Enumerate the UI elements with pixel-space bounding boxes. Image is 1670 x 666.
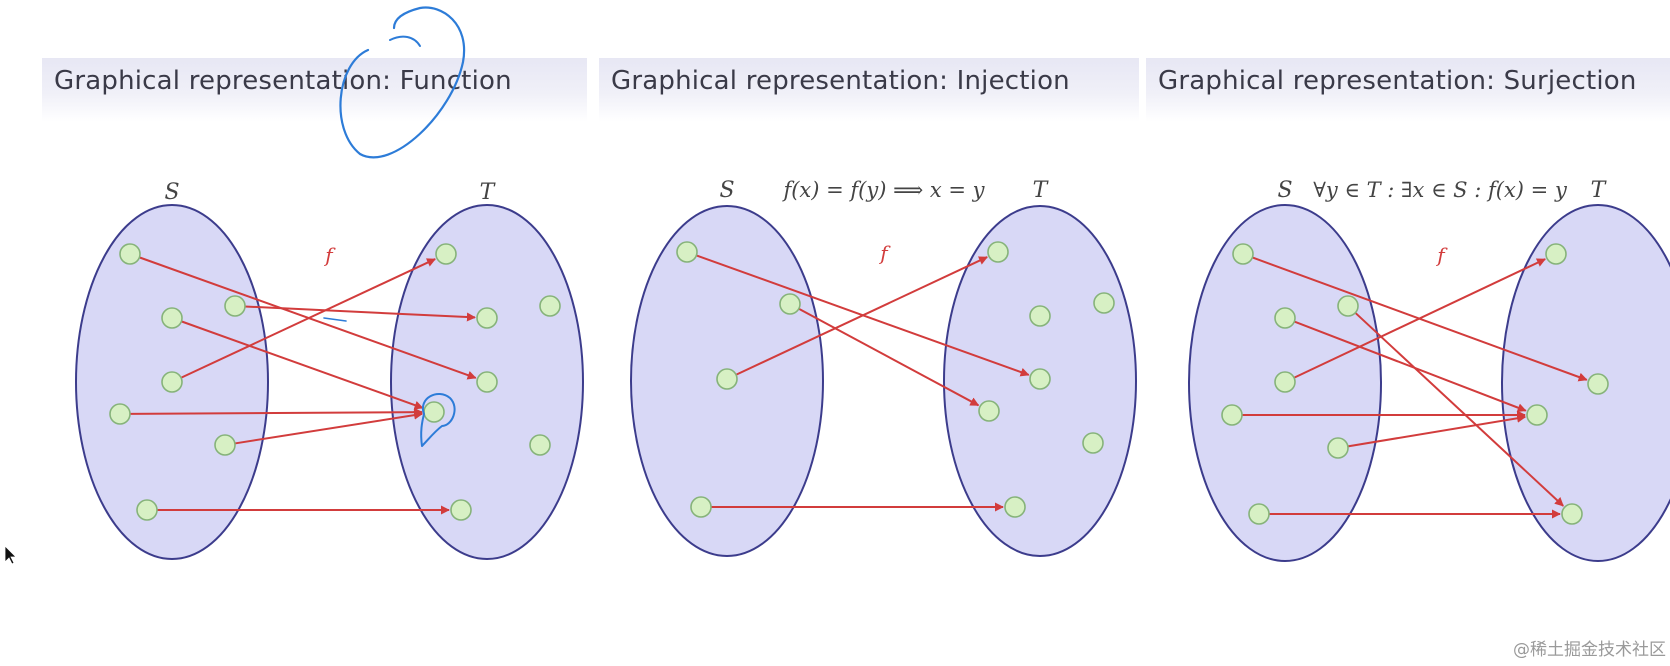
mapping-arrow — [129, 407, 423, 417]
domain-point — [1337, 295, 1359, 317]
codomain-label: T — [1591, 178, 1608, 203]
circle-annotation-mark — [339, 6, 466, 159]
domain-point — [1327, 437, 1349, 459]
codomain-point — [476, 371, 498, 393]
domain-point — [1274, 371, 1296, 393]
point-group — [676, 241, 1115, 518]
watermark: @稀土掘金技术社区 — [1513, 640, 1666, 660]
codomain-point — [529, 434, 551, 456]
slide-header-function: Graphical representation: Function — [42, 58, 587, 122]
diagram-injection: S T f(x) = f(y) ⟹ x = y f — [630, 178, 1137, 557]
codomain-point — [1029, 368, 1051, 390]
domain-point — [224, 295, 246, 317]
domain-point — [119, 243, 141, 265]
mapping-arrow — [1293, 258, 1546, 379]
codomain-point — [1093, 292, 1115, 314]
mapping-arrow — [244, 305, 476, 322]
map-label: f — [323, 243, 336, 267]
point-group — [1221, 243, 1609, 525]
domain-point — [1248, 503, 1270, 525]
codomain-label: T — [1033, 178, 1050, 203]
domain-point — [161, 371, 183, 393]
arrow-group — [1242, 256, 1588, 519]
codomain-set-oval — [1501, 204, 1670, 562]
codomain-point — [435, 243, 457, 265]
arrow-group — [696, 254, 1030, 512]
domain-point — [779, 293, 801, 315]
domain-point — [690, 496, 712, 518]
codomain-point — [450, 499, 472, 521]
surjection-formula: ∀y ∈ T : ∃x ∈ S : f(x) = y — [1313, 178, 1568, 202]
codomain-point — [1029, 305, 1051, 327]
mapping-arrow — [798, 307, 980, 407]
diagram-surjection: S T ∀y ∈ T : ∃x ∈ S : f(x) = y f — [1188, 178, 1670, 562]
mapping-arrow — [234, 410, 424, 445]
map-label: f — [878, 241, 891, 265]
handwritten-annotations — [323, 6, 466, 447]
highlight-point-annotation — [420, 393, 456, 447]
slide-title: Graphical representation: Injection — [611, 66, 1070, 96]
codomain-label: T — [480, 180, 497, 205]
codomain-point — [1526, 404, 1548, 426]
domain-point — [161, 307, 183, 329]
codomain-point — [476, 307, 498, 329]
domain-point — [1221, 404, 1243, 426]
codomain-point — [987, 241, 1009, 263]
codomain-point — [1004, 496, 1026, 518]
codomain-point — [1545, 243, 1567, 265]
slide-header-injection: Graphical representation: Injection — [599, 58, 1139, 122]
domain-label: S — [164, 180, 179, 205]
slide-title: Graphical representation: Function — [54, 66, 512, 96]
arrow-group — [129, 256, 477, 515]
injection-formula: f(x) = f(y) ⟹ x = y — [781, 178, 985, 202]
stray-ink-mark — [323, 317, 347, 322]
domain-label: S — [1277, 178, 1292, 203]
codomain-point — [539, 295, 561, 317]
codomain-point — [1587, 373, 1609, 395]
mapping-arrow — [181, 320, 424, 410]
mapping-arrow — [1354, 312, 1564, 507]
domain-label: S — [719, 178, 734, 203]
mouse-cursor-icon — [4, 545, 17, 565]
map-label: f — [1435, 243, 1448, 267]
domain-point — [676, 241, 698, 263]
domain-point — [1274, 307, 1296, 329]
domain-point — [136, 499, 158, 521]
slide-header-surjection: Graphical representation: Surjection — [1146, 58, 1670, 122]
mapping-arrow — [1293, 320, 1527, 412]
codomain-point — [423, 401, 445, 423]
codomain-point — [1082, 432, 1104, 454]
point-group — [109, 243, 561, 521]
domain-point — [1232, 243, 1254, 265]
domain-point — [716, 368, 738, 390]
mapping-arrow — [1347, 413, 1527, 448]
mapping-arrow — [735, 256, 988, 376]
codomain-point — [978, 400, 1000, 422]
slide-title: Graphical representation: Surjection — [1158, 66, 1637, 96]
domain-point — [214, 434, 236, 456]
mapping-arrow — [180, 258, 436, 379]
domain-point — [109, 403, 131, 425]
diagram-function: S T f — [75, 180, 584, 560]
codomain-point — [1561, 503, 1583, 525]
circle-annotation-tail — [389, 35, 421, 47]
